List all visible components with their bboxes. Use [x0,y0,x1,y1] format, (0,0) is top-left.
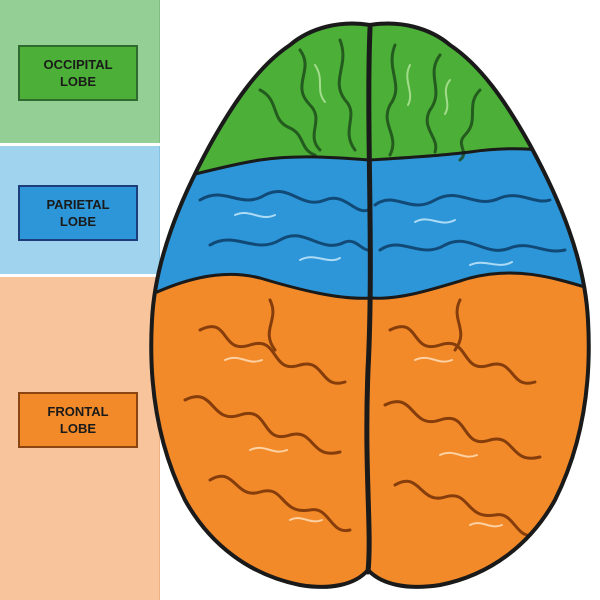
brain-outline [149,21,591,589]
longitudinal-fissure [364,25,373,575]
frontal-lobe-label: FRONTAL LOBE [18,392,138,448]
frontal-panel: FRONTAL LOBE [0,277,160,600]
brain-illustration [149,21,591,589]
parietal-panel: PARIETAL LOBE [0,146,160,274]
occipital-panel: OCCIPITAL LOBE [0,0,160,143]
parietal-lobe-label: PARIETAL LOBE [18,185,138,241]
occipital-lobe-label: OCCIPITAL LOBE [18,45,138,101]
